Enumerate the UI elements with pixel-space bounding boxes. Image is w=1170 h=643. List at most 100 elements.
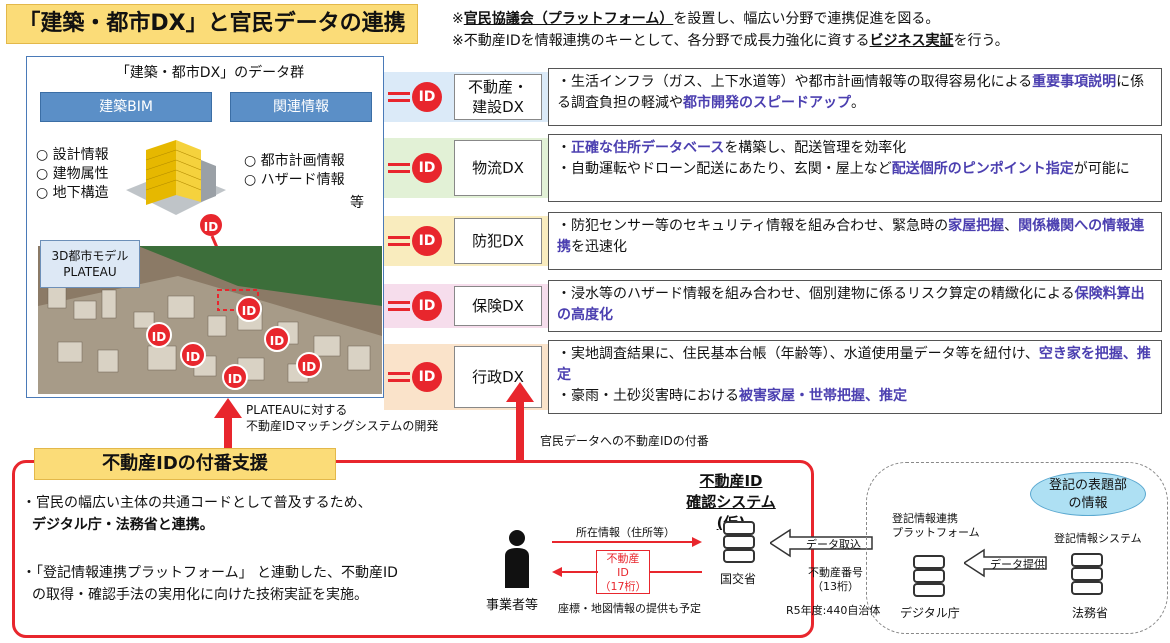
highlight-text: 家屋把握 [948,218,1005,234]
description-text: ・自動運転やドローン配送にあたり、玄関・屋上など [557,161,892,177]
page-title: 「建築・都市DX」と官民データの連携 [6,4,418,44]
support-bullet-1: ・官民の幅広い主体の共通コードとして普及するため、 デジタル庁・法務省と連携。 [22,492,372,536]
cloud-line-2: の情報 [1068,496,1108,511]
cloud-line-1: 登記の表題部 [1048,478,1127,493]
id-marker: ID [222,364,248,390]
realestate-no-1: 不動産番号 [808,566,863,579]
coord-note: 座標・地図情報の提供も予定 [558,602,701,615]
left-caption-1: PLATEAUに対する [246,403,348,417]
platform-label: 登記情報連携 プラットフォーム [892,512,980,540]
registry-system-label: 登記情報システム [1054,532,1142,545]
arrow-up-right-icon [506,382,534,402]
id-17-box: 不動産 ID （17桁） [596,550,650,594]
bullet-1-line-b: デジタル庁・法務省と連携。 [32,517,214,533]
highlight-text: 関係機関への情報連携 [557,218,1145,255]
building-illustration [126,140,226,215]
dx-label-line-1: 不動産・ [467,78,528,96]
server-icon [723,521,755,563]
highlight-text: 被害家屋・世帯把握、推定 [739,388,907,404]
highlight-text: 配送個所のピンポイント指定 [891,161,1074,177]
data-item: ○ 地下構造 [36,185,109,201]
id-marker: ID [236,296,262,322]
arrow-line [650,571,702,573]
id-marker: ID [296,352,322,378]
dx-label-line-1: 行政DX [472,368,524,386]
right-arrow-caption: 官民データへの不動産IDの付番 [540,434,709,448]
dx-label-line-2: 建設DX [472,98,524,116]
data-provide-label: データ提供 [990,558,1045,571]
note-2-prefix: ※不動産IDを情報連携のキーとして、各分野で成長力強化に資する [452,33,870,49]
id-badge: ID [412,226,442,256]
id-badge: ID [412,291,442,321]
hollow-arrow-left-icon [964,548,1047,578]
id-box-line-3: （17桁） [599,580,647,593]
dx-description: ・浸水等のハザード情報を組み合わせ、個別建物に係るリスク算定の精緻化による保険料… [548,280,1162,332]
note-1: ※官民協議会（プラットフォーム）を設置し、幅広い分野で連携促進を図る。 [452,8,1009,30]
dx-label-line-1: 物流DX [472,159,524,177]
realestate-number-label: 不動産番号 （13桁） [808,566,863,594]
note-1-bold: 官民協議会（プラットフォーム） [463,11,674,27]
dx-label: 保険DX [454,286,542,326]
dataset-title: 「建築・都市DX」のデータ群 [115,65,305,81]
dx-label: 物流DX [454,140,542,196]
dx-description: ・正確な住所データベースを構築し、配送管理を効率化・自動運転やドローン配送にあた… [548,134,1162,202]
person-icon [505,530,529,588]
plateau-label: 3D都市モデル PLATEAU [40,240,140,288]
description-text: 、 [1004,218,1019,234]
equals-icon [388,301,410,311]
equals-icon [388,236,410,246]
plateau-line-1: 3D都市モデル [51,249,129,263]
id-marker: ID [198,212,224,238]
highlight-text: 正確な住所データベース [571,140,725,156]
id-badge: ID [412,82,442,112]
bullet-2-line-b: の取得・確認手法の実用化に向けた技術実証を実施。 [32,587,368,603]
description-text: に係る調査負担の軽減や [557,74,1145,111]
highlight-text: 空き家を把握、推定 [557,346,1151,383]
id-badge: ID [412,153,442,183]
plateau-line-2: PLATEAU [63,265,117,279]
data-import-label: データ取込 [806,538,861,551]
left-caption-2: 不動産IDマッチングシステムの開発 [246,419,439,433]
server-icon [1071,553,1103,595]
mlit-label: 国交省 [720,572,757,586]
description-text: ・防犯センサー等のセキュリティ情報を組み合わせ、緊急時の [557,218,949,234]
dx-label: 不動産・建設DX [454,74,542,120]
support-bullet-2: ・「登記情報連携プラットフォーム」 と連動した、不動産ID の取得・確認手法の実… [22,562,398,606]
highlight-text: 重要事項説明 [1032,74,1117,90]
highlight-text: 都市開発のスピードアップ [683,95,851,111]
related-info-box: 関連情報 [230,92,372,122]
note-2: ※不動産IDを情報連携のキーとして、各分野で成長力強化に資するビジネス実証を行う… [452,30,1009,52]
note-1-prefix: ※ [452,11,464,27]
description-text: が可能に [1073,161,1130,177]
description-text: ・実地調査結果に、住民基本台帳（年齢等）、水道使用量データ等を紐付け、 [557,346,1039,362]
description-text: を構築し、配送管理を効率化 [724,140,907,156]
equals-icon [388,92,410,102]
arrow-shaft-left [224,414,232,462]
description-text: ・ [557,140,571,156]
dx-label-line-1: 保険DX [472,297,524,315]
bullet-1-line-a: ・官民の幅広い主体の共通コードとして普及するため、 [22,495,372,511]
description-text: ・豪雨・土砂災害時における [557,388,739,404]
realestate-no-2: （13桁） [812,580,859,593]
r5-label: R5年度:440自治体 [786,604,881,617]
arrow-left-icon [552,567,598,577]
etc-label: 等 [350,195,364,211]
data-item: ○ 都市計画情報 [244,153,345,169]
support-title: 不動産IDの付番支援 [34,448,336,480]
business-label: 事業者等 [486,598,539,613]
id-box-line-2: ID [617,566,629,579]
data-item: ○ ハザード情報 [244,172,345,188]
description-text: ・生活インフラ（ガス、上下水道等）や都市計画情報等の取得容易化による [557,74,1033,90]
platform-line-1: 登記情報連携 [892,512,958,525]
dx-label: 防犯DX [454,218,542,264]
note-2-bold: ビジネス実証 [869,33,954,49]
equals-icon [388,372,410,382]
system-title-1: 不動産ID [699,472,763,490]
moj-label: 法務省 [1072,606,1109,620]
right-data-list: ○ 都市計画情報 ○ ハザード情報 [244,152,345,190]
highlight-text: 保険料算出の高度化 [557,286,1145,323]
dx-description: ・防犯センサー等のセキュリティ情報を組み合わせ、緊急時の家屋把握、関係機関への情… [548,212,1162,270]
address-info-label: 所在情報（住所等） [576,526,675,539]
hollow-arrow-left-icon [770,528,873,558]
note-2-rest: を行う。 [953,33,1009,49]
